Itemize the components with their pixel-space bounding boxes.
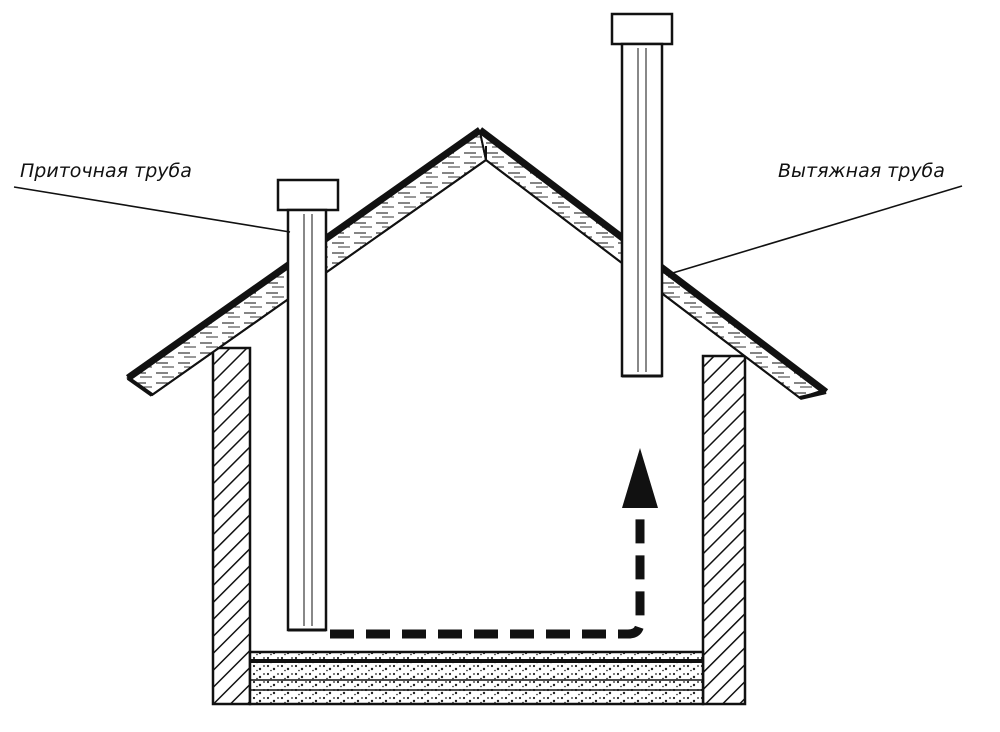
right-wall xyxy=(701,354,747,706)
exhaust-pipe-label: Вытяжная труба xyxy=(778,160,945,182)
arrow-up-icon xyxy=(622,448,658,508)
floor xyxy=(248,650,705,706)
exhaust-pipe-leader xyxy=(665,185,963,276)
supply-pipe-leader xyxy=(13,186,291,233)
airflow-path xyxy=(330,448,658,639)
supply-pipe-label: Приточная труба xyxy=(20,160,192,182)
left-wall xyxy=(211,346,252,706)
exhaust-pipe xyxy=(610,12,674,378)
supply-pipe xyxy=(276,178,340,632)
